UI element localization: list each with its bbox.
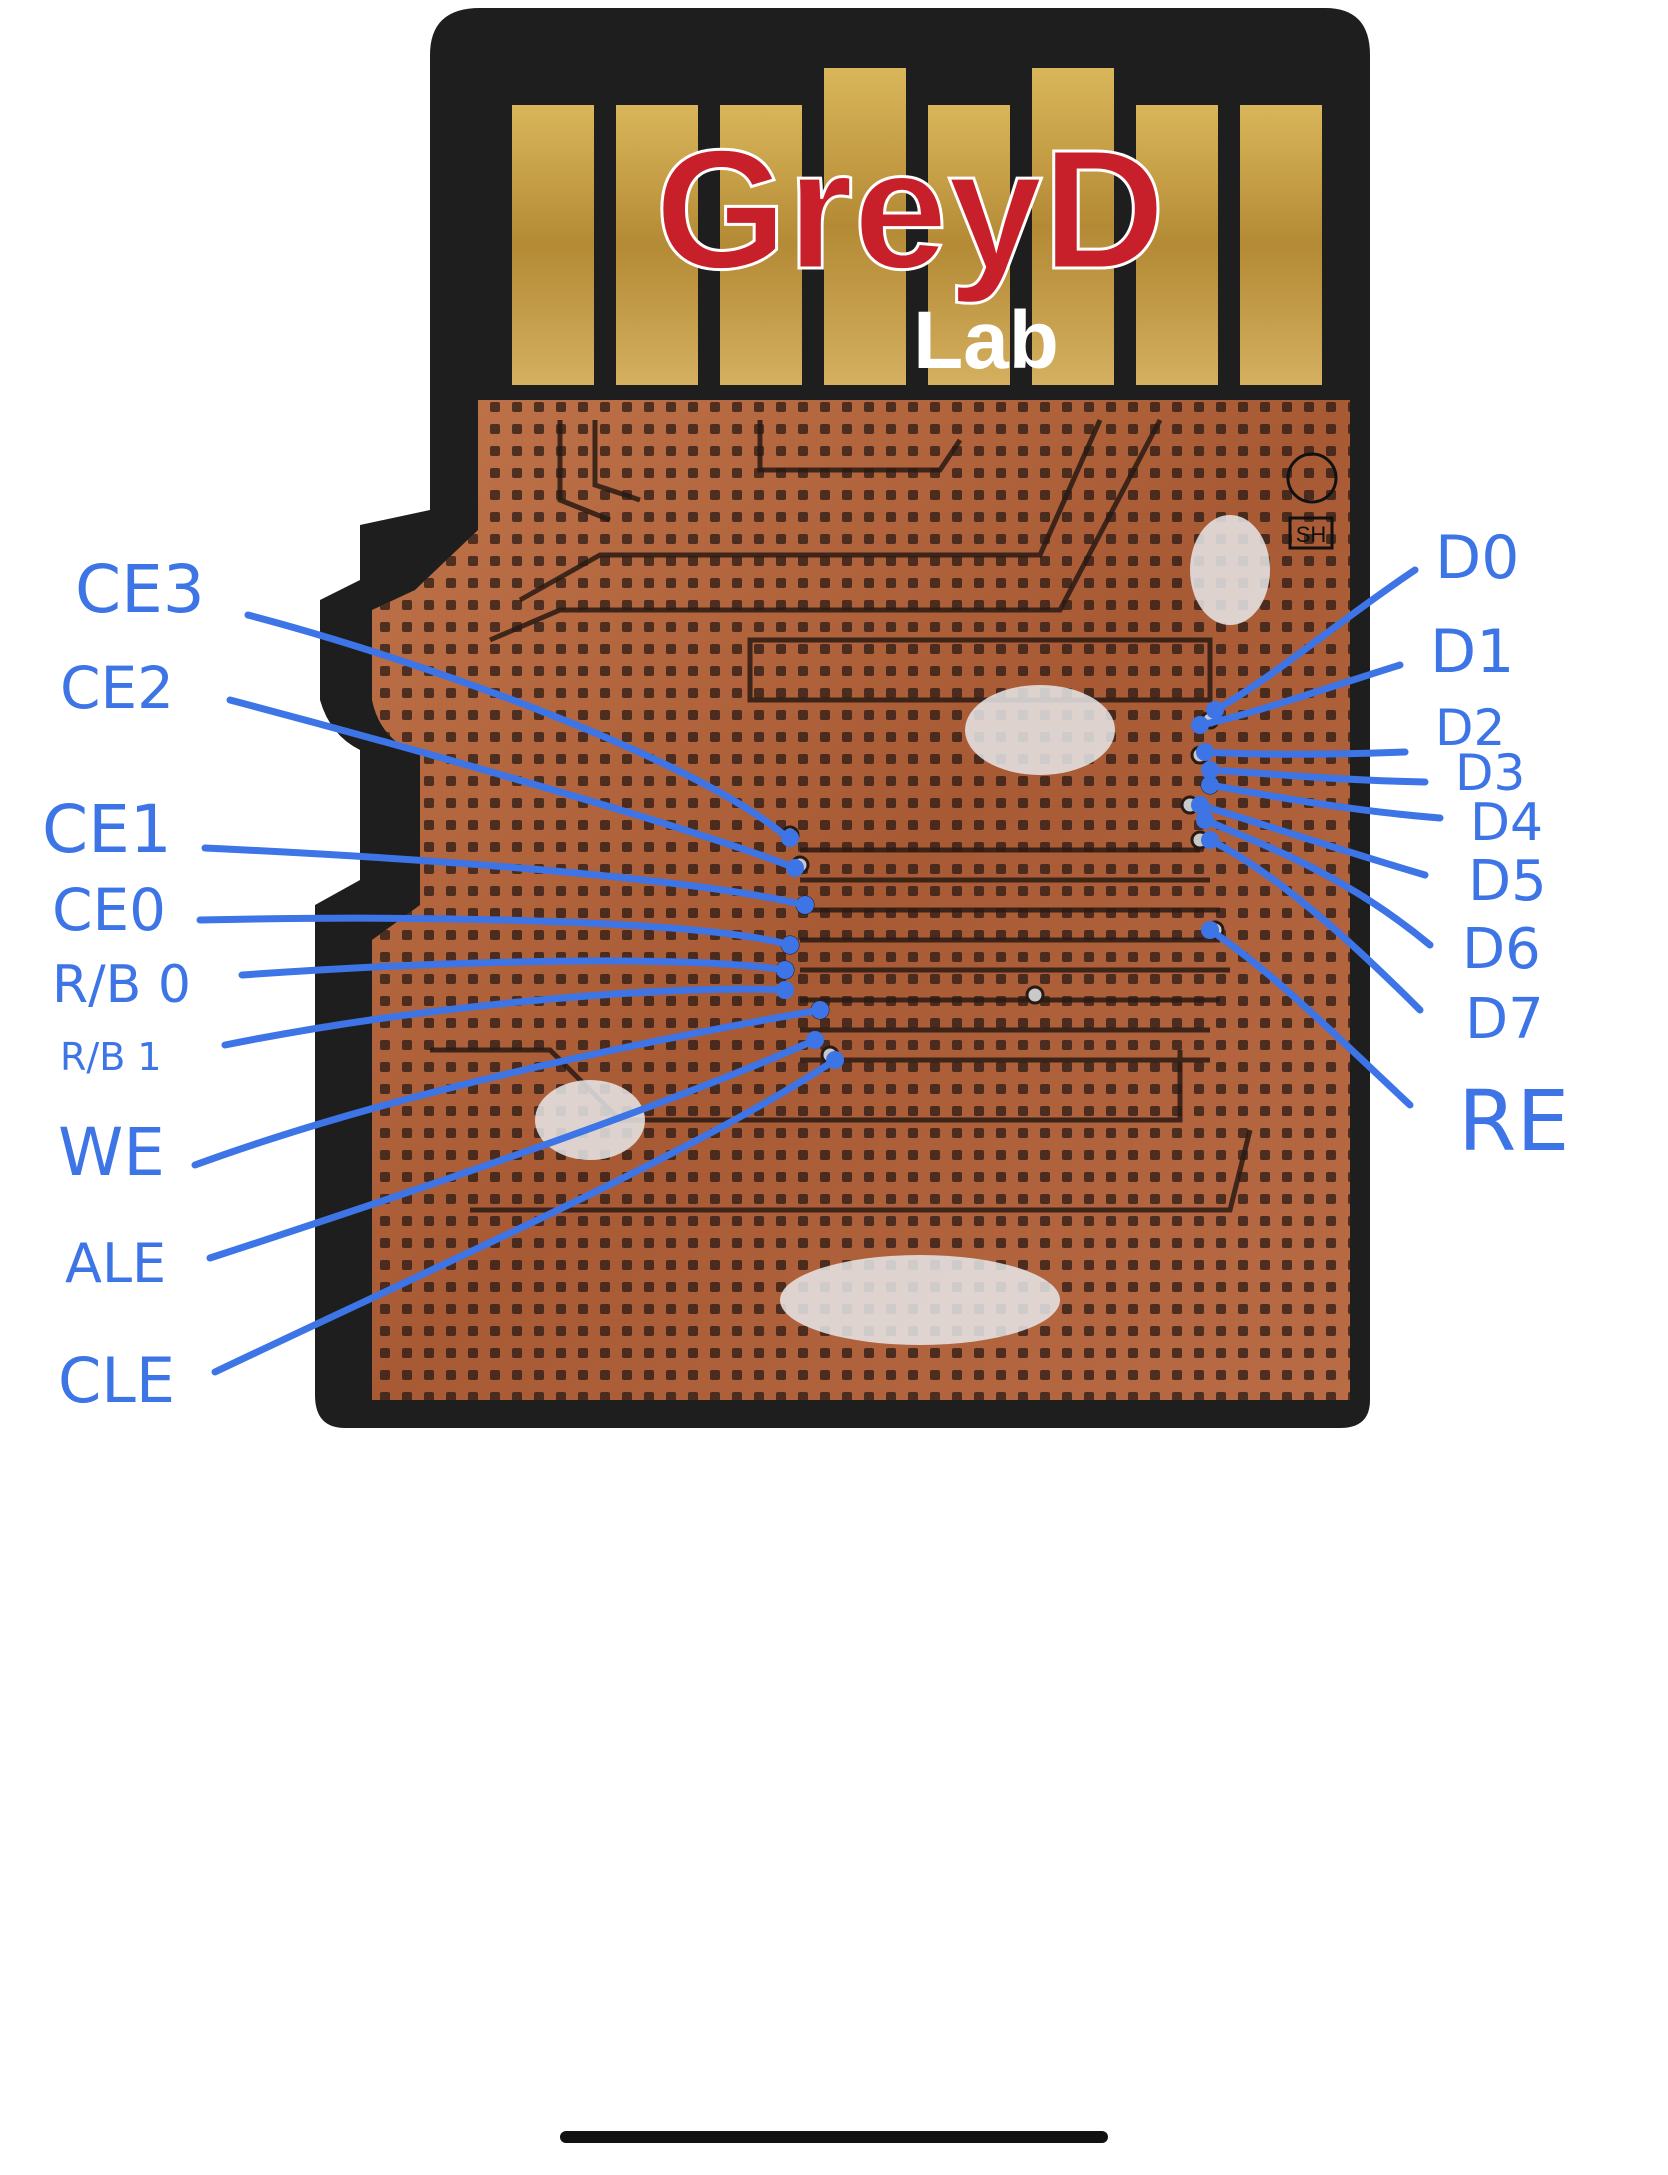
left-pin-dot [781,936,799,954]
right-pin-label: D4 [1470,793,1543,853]
home-indicator[interactable] [560,2131,1108,2143]
logo-brand: GreyD [655,115,1165,305]
right-pin-wire [1206,926,1414,1109]
left-pin-dot [786,859,804,877]
right-pin-dot [1206,701,1224,719]
right-pin-wire [1206,836,1424,1014]
left-pin-wire [201,844,809,909]
right-pin-wire [1201,748,1409,758]
right-pin-wire [1211,566,1419,714]
right-pin-label: D2 [1435,699,1505,757]
right-pin-dot [1191,716,1209,734]
logo-sub: Lab [913,295,1059,386]
silkscreen-mark [1286,452,1338,504]
left-pin-label: CE2 [60,654,174,722]
left-pin-label: R/B 1 [60,1035,162,1079]
right-pin-wire [1196,661,1404,729]
left-pin-wire [244,611,794,844]
gold-contacts [512,68,1322,385]
left-pin-label: CLE [58,1344,175,1417]
left-pin-dot [811,1001,829,1019]
left-pin-wire [221,985,789,1049]
left-pin-label: CE1 [42,791,172,868]
right-pin-dot [1201,761,1219,779]
right-pin-label: D7 [1465,987,1544,1052]
left-pin-dot [776,961,794,979]
left-pin-label: CE0 [52,876,166,944]
left-pin-wire [206,1036,819,1262]
right-pin-dot [1191,796,1209,814]
left-pin-dot [806,1031,824,1049]
left-pin-dot [796,896,814,914]
left-pin-dot [776,981,794,999]
left-pin-label: ALE [65,1232,166,1295]
left-pin-wire [191,1006,824,1169]
right-pin-label: D1 [1430,617,1514,687]
silkscreen-box [1288,516,1334,550]
right-pin-dot [1201,921,1219,939]
right-pin-label: D5 [1468,849,1547,914]
left-pin-label: R/B 0 [52,955,191,1015]
right-pin-label: D3 [1455,744,1525,802]
right-pin-label: D0 [1435,523,1519,593]
left-pin-wire [196,914,794,949]
scraped-patches [535,515,1270,1345]
left-pin-label: WE [58,1114,165,1191]
right-pin-dot [1201,776,1219,794]
right-pin-wire [1201,816,1434,949]
right-pin-label: D6 [1462,917,1541,982]
right-pin-dot [1196,743,1214,761]
left-pin-dot [826,1051,844,1069]
pcb-traces [430,418,1253,1213]
left-pin-label: CE3 [75,551,205,628]
brand-logo: GreyD Lab [653,114,1166,387]
right-pin-wire [1206,781,1444,822]
left-pin-wire [211,1056,839,1376]
right-pin-dot [1196,811,1214,829]
left-pin-dot [781,829,799,847]
left-pin-wire [238,957,789,979]
right-pin-wire [1206,766,1429,786]
right-pin-dot [1201,831,1219,849]
left-pin-wire [226,696,799,872]
right-pin-wire [1196,801,1429,879]
silkscreen-label: SH [1296,522,1327,547]
right-pin-label: RE [1458,1072,1569,1170]
